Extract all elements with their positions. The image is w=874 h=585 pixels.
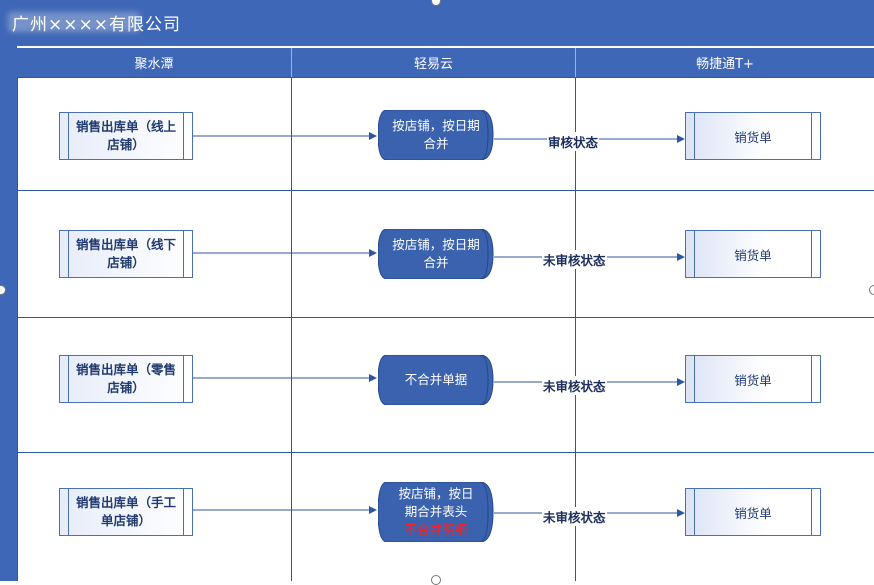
lane-header-qingyiyun: 轻易云 [292,48,576,77]
title-bar [0,0,874,46]
resize-handle-left[interactable] [0,285,6,295]
process-node-row1: 按店铺，按日期合并 [378,110,496,160]
process-node-row2: 按店铺，按日期合并 [378,229,496,279]
status-label-row3: 未审核状态 [542,376,607,395]
target-node-row3: 销货单 [685,355,821,403]
lane-header-chanjet: 畅捷通T+ [576,48,874,77]
process-line: 期合并表头 [404,504,468,519]
process-line: 合并 [423,255,449,270]
row-divider [17,317,874,318]
process-line: 按店铺，按日期 [392,118,480,133]
source-label: 销售出库单（线上店铺） [75,119,176,152]
lane-divider [291,77,292,581]
row-divider [17,452,874,453]
lane-border [17,77,18,581]
process-node-row4: 按店铺，按日期合并表头不合并明细 [378,482,496,542]
target-label: 销货单 [734,129,772,145]
diagram-title: 广州××××有限公司 [12,15,181,35]
source-node-row3: 销售出库单（零售店铺） [59,355,193,403]
resize-handle-bottom[interactable] [431,575,441,585]
status-label-row2: 未审核状态 [542,250,607,269]
resize-handle-right[interactable] [869,285,874,295]
process-line: 不合并单据 [404,372,468,387]
source-label: 销售出库单（手工单店铺） [75,495,176,528]
target-label: 销货单 [734,372,772,388]
process-line: 合并 [423,136,449,151]
process-line: 按店铺，按日 [398,486,474,501]
redacted-title-part [8,12,140,32]
target-node-row4: 销货单 [685,488,821,536]
status-label-row1: 审核状态 [547,132,600,151]
resize-handle-top[interactable] [431,0,441,6]
lane-divider [575,77,576,581]
target-label: 销货单 [734,247,772,263]
target-label: 销货单 [734,505,772,521]
source-label: 销售出库单（零售店铺） [75,362,176,395]
source-label: 销售出库单（线下店铺） [75,237,176,270]
row-divider [17,190,874,191]
source-node-row2: 销售出库单（线下店铺） [59,230,193,278]
left-strip [0,46,17,581]
process-line: 按店铺，按日期 [392,237,480,252]
target-node-row1: 销货单 [685,112,821,160]
process-note: 不合并明细 [404,522,468,537]
status-label-row4: 未审核状态 [542,507,607,526]
row-divider [17,77,874,78]
source-node-row4: 销售出库单（手工单店铺） [59,488,193,536]
lane-header-jushuitan: 聚水潭 [17,48,292,77]
target-node-row2: 销货单 [685,230,821,278]
source-node-row1: 销售出库单（线上店铺） [59,112,193,160]
process-node-row3: 不合并单据 [378,355,496,405]
